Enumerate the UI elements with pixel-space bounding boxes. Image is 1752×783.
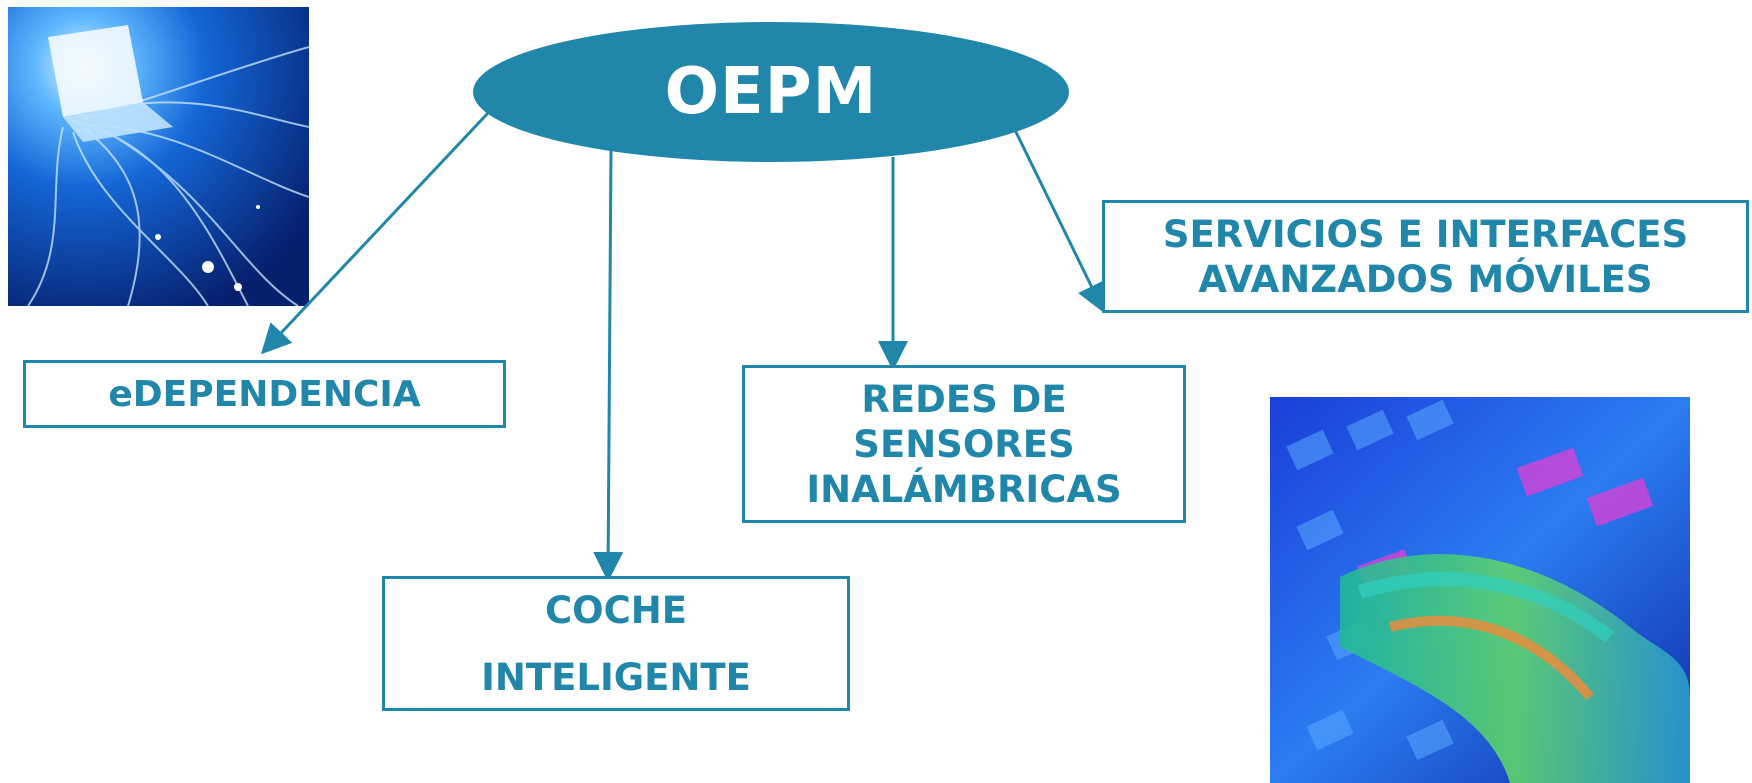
arrow-to-coche: [593, 149, 624, 582]
node-coche-line-2: INTELIGENTE: [481, 655, 751, 699]
node-coche-line-1: COCHE: [544, 588, 687, 632]
center-node-label: OEPM: [664, 55, 878, 129]
node-edependencia: eDEPENDENCIA: [23, 360, 506, 428]
node-servicios-interfaces: SERVICIOS E INTERFACES AVANZADOS MÓVILES: [1102, 200, 1749, 313]
node-redes-line-2: SENSORES: [853, 422, 1075, 466]
node-servicios-line-1: SERVICIOS E INTERFACES: [1162, 212, 1689, 256]
node-edependencia-line-1: eDEPENDENCIA: [108, 373, 421, 415]
node-redes-line-1: REDES DE: [861, 377, 1067, 421]
node-redes-line-3: INALÁMBRICAS: [806, 467, 1122, 511]
keyboard-hand-image: [1270, 397, 1690, 783]
laptop-network-image: [8, 7, 309, 306]
node-coche-inteligente: COCHE INTELIGENTE: [382, 576, 850, 711]
center-node-oepm: OEPM: [473, 22, 1069, 162]
arrow-to-edependencia: [260, 111, 490, 355]
node-servicios-line-2: AVANZADOS MÓVILES: [1198, 257, 1653, 301]
arrow-to-servicios: [1013, 129, 1105, 314]
node-redes-sensores: REDES DE SENSORES INALÁMBRICAS: [742, 365, 1186, 523]
